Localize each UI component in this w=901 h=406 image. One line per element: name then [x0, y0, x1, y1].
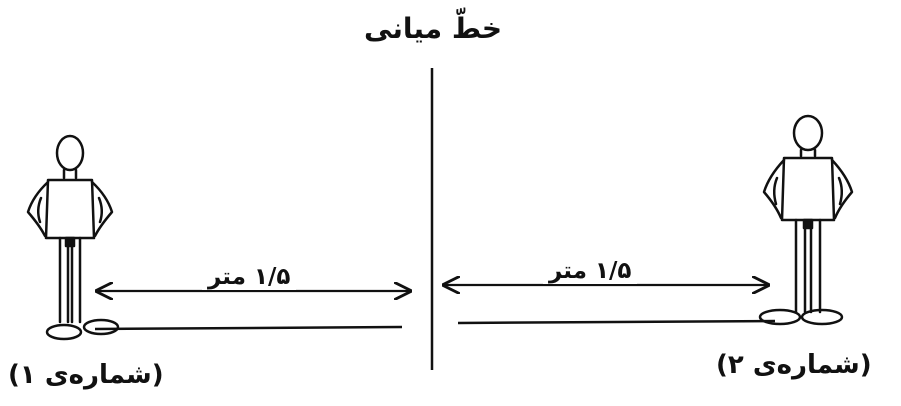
person-right-figure	[758, 114, 854, 326]
distance-label-left: ۱/۵ متر	[202, 264, 297, 290]
person-right-label: (شماره‌ی ۲)	[716, 350, 872, 380]
distance-label-right: ۱/۵ متر	[543, 258, 638, 284]
middle-line-label: خطّ میانی	[364, 12, 503, 45]
ground-line-left	[94, 325, 403, 331]
person-left-label: (شماره‌ی ۱)	[8, 360, 164, 390]
ground-line-right	[457, 319, 776, 325]
person-left-figure	[26, 134, 120, 341]
